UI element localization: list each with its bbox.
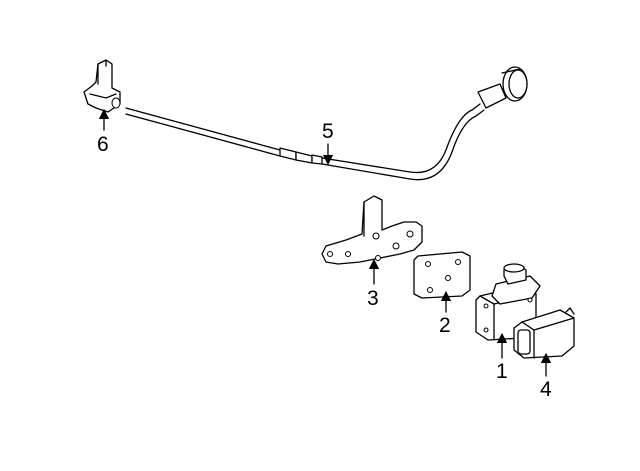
- cable-assembly: [125, 66, 528, 181]
- callout-2: 2: [439, 314, 451, 337]
- mounting-bracket: [321, 195, 423, 265]
- actuator: [475, 263, 541, 341]
- callout-5: 5: [322, 120, 334, 143]
- cable-sheath-fitting: [279, 147, 297, 161]
- callout-3: 3: [367, 287, 379, 310]
- cable-end-fitting: [477, 83, 507, 109]
- callout-1: 1: [496, 360, 508, 383]
- mounting-plate: [413, 251, 471, 299]
- cable-wire: [125, 107, 281, 151]
- cable-clip: [83, 59, 121, 113]
- actuator-cover: [513, 306, 575, 359]
- callout-6: 6: [97, 133, 109, 156]
- callout-4: 4: [540, 378, 552, 401]
- cable-housing: [321, 103, 481, 174]
